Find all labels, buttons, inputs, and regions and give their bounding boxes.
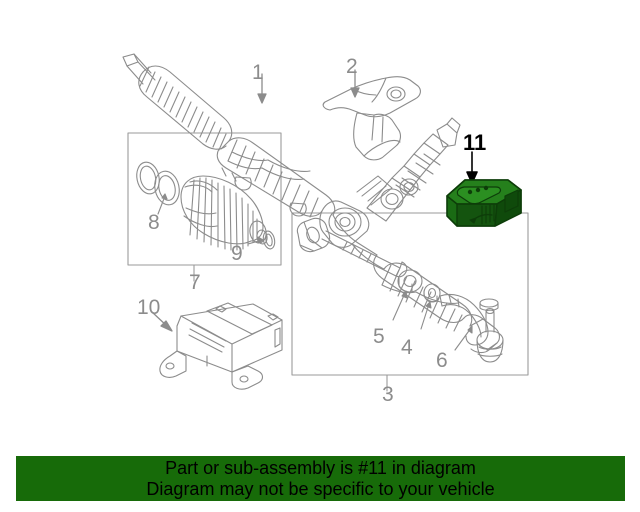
steering-angle-sensor-highlighted xyxy=(446,179,522,227)
heat-shield-part xyxy=(322,76,421,161)
callout-arrow-11 xyxy=(466,151,478,184)
callout-label-5: 5 xyxy=(373,325,385,348)
callout-label-7: 7 xyxy=(189,271,201,294)
notice-banner: Part or sub-assembly is #11 in diagram D… xyxy=(16,456,625,501)
panel-3-tie-rod xyxy=(291,212,529,392)
callout-label-4: 4 xyxy=(401,336,413,359)
diagram-linework xyxy=(122,53,529,392)
panel-7-boot-kit xyxy=(127,132,282,282)
control-module-part xyxy=(159,302,283,390)
steering-rack-assembly xyxy=(122,53,500,354)
callout-label-1: 1 xyxy=(252,61,264,84)
callout-label-9: 9 xyxy=(231,242,243,265)
notice-line-1: Part or sub-assembly is #11 in diagram xyxy=(165,457,476,478)
callout-label-10: 10 xyxy=(137,296,161,319)
callout-label-8: 8 xyxy=(148,211,160,234)
callout-label-3: 3 xyxy=(382,383,394,406)
notice-line-2: Diagram may not be specific to your vehi… xyxy=(146,478,495,499)
callout-arrows xyxy=(151,69,360,332)
callout-label-6: 6 xyxy=(436,349,448,372)
callout-label-2: 2 xyxy=(346,55,358,78)
diagram-illustration: 1 2 3 4 5 6 7 8 9 10 11 xyxy=(122,53,529,406)
callout-label-11: 11 xyxy=(463,130,487,155)
